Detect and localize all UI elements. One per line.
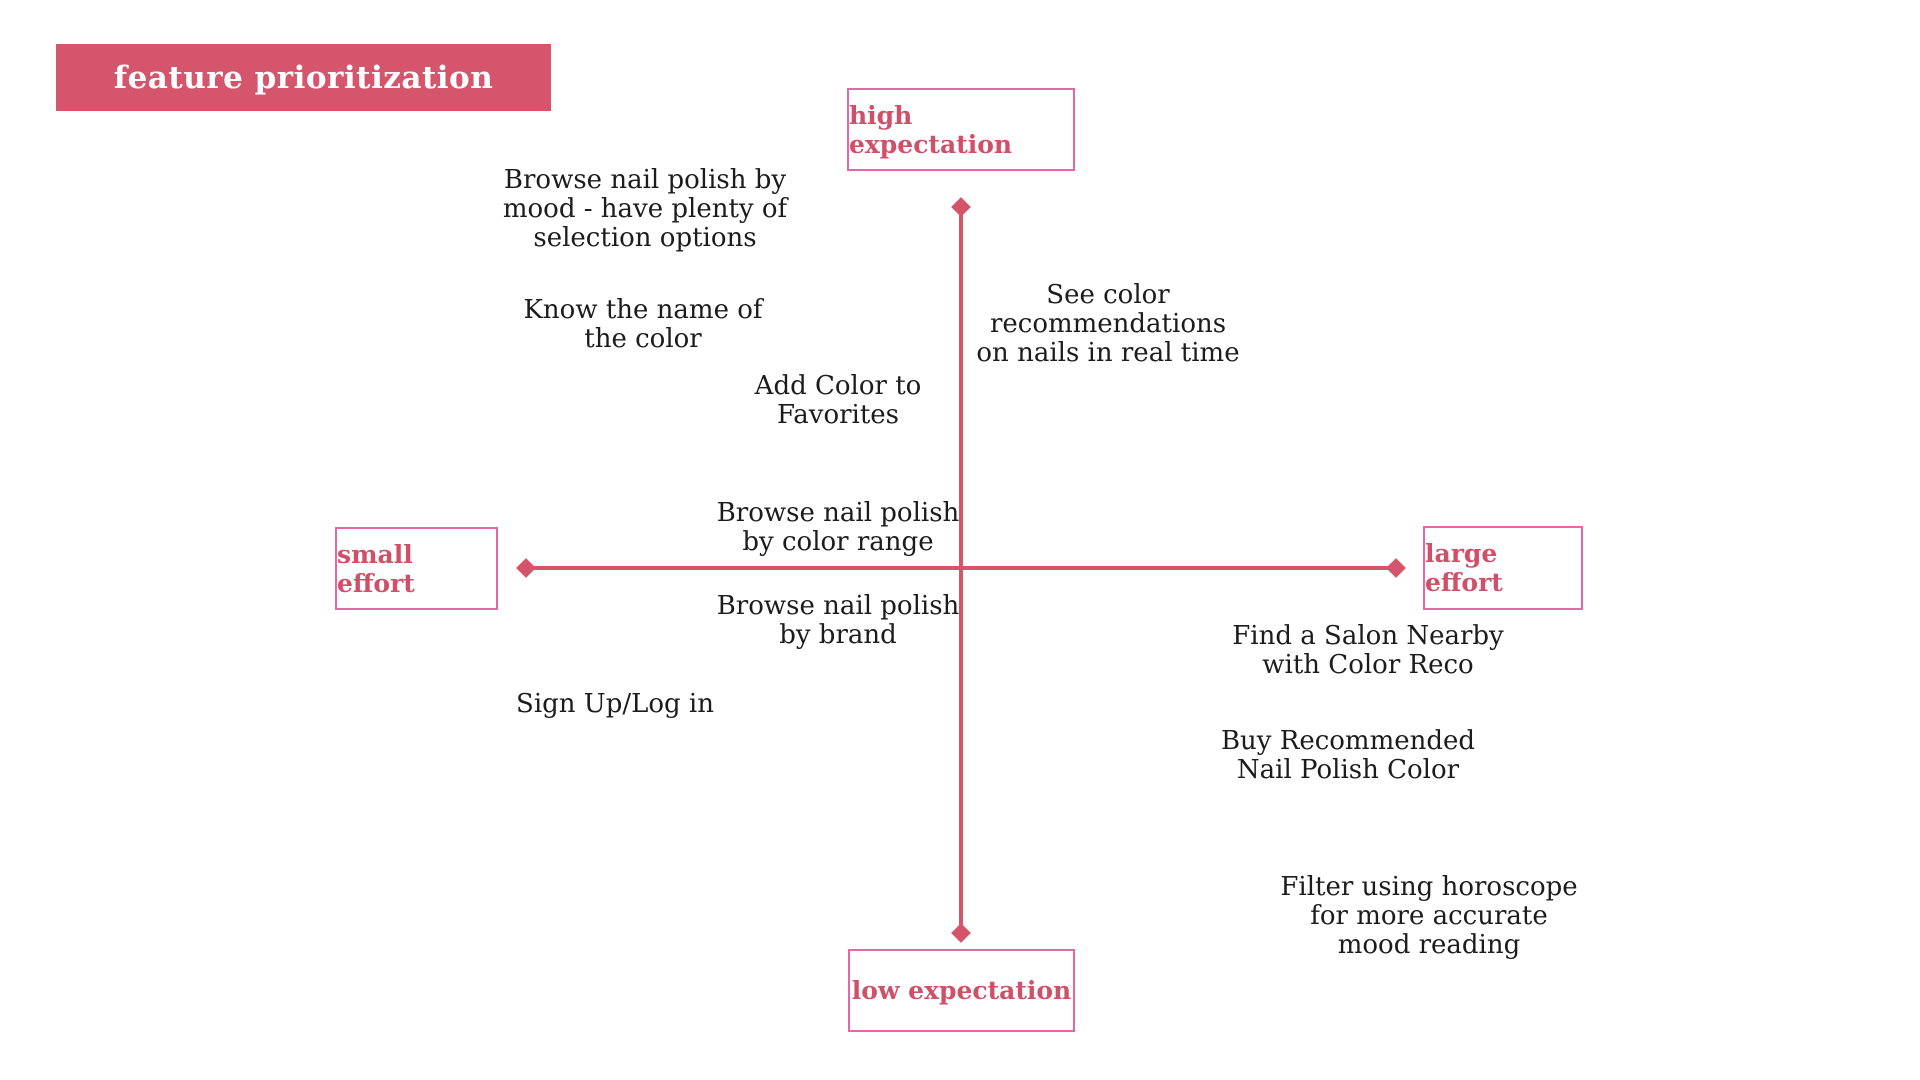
axis-label-box-low-expectation: low expectation [848, 949, 1075, 1032]
axis-label-box-high-expectation: high expectation [847, 88, 1075, 171]
diagram-title-banner: feature prioritization [56, 44, 551, 111]
feature-item-filter-horoscope: Filter using horoscope for more accurate… [1280, 872, 1578, 960]
feature-item-find-salon-nearby: Find a Salon Nearby with Color Reco [1232, 621, 1504, 680]
axis-label-large-effort: large effort [1425, 539, 1503, 597]
axis-arrowhead-bottom [951, 923, 971, 943]
axis-label-box-small-effort: small effort [335, 527, 498, 610]
feature-item-browse-by-mood: Browse nail polish by mood - have plenty… [502, 165, 788, 253]
axis-label-low-expectation: low expectation [851, 976, 1072, 1005]
axis-arrowhead-right [1386, 558, 1406, 578]
axis-label-high-expectation: high expectation [849, 100, 1013, 159]
feature-item-see-color-reco: See color recommendations on nails in re… [976, 280, 1240, 368]
axis-label-small-effort: small effort [337, 539, 415, 598]
feature-item-add-color-favorites: Add Color to Favorites [754, 371, 922, 430]
feature-item-browse-by-brand: Browse nail polish by brand [716, 591, 960, 650]
axis-label-box-large-effort: large effort [1423, 526, 1583, 610]
feature-item-browse-color-range: Browse nail polish by color range [716, 498, 960, 557]
feature-item-sign-up-log-in: Sign Up/Log in [516, 689, 714, 719]
axis-arrowhead-top [951, 197, 971, 217]
feature-item-buy-recommended: Buy Recommended Nail Polish Color [1220, 726, 1476, 785]
axis-arrowhead-left [516, 558, 536, 578]
horizontal-axis-line [523, 566, 1399, 570]
diagram-title: feature prioritization [113, 59, 494, 96]
feature-item-know-color-name: Know the name of the color [523, 295, 763, 354]
